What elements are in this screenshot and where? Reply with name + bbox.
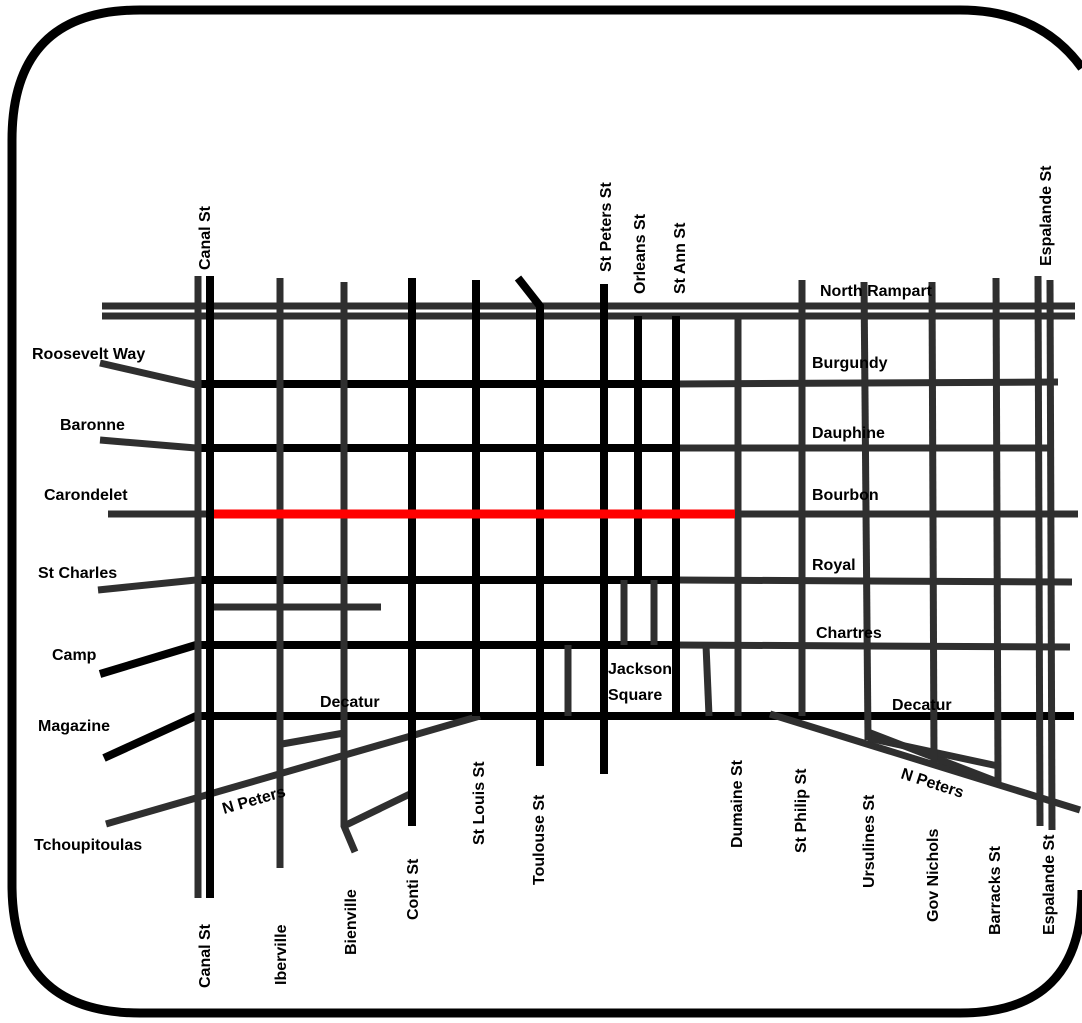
street-baronne [99,436,197,452]
street-ursulines [860,281,872,741]
label-st-peters: St Peters St [598,182,615,272]
street-camp [98,641,198,678]
label-st-louis: St Louis St [471,761,488,845]
map-frame [7,5,1082,1018]
label-magazine: Magazine [38,718,110,735]
label-burgundy: Burgundy [812,355,888,372]
label-camp: Camp [52,647,97,664]
label-conti: Conti St [405,858,422,920]
label-decatur-right: Decatur [892,697,952,714]
label-north-rampart: North Rampart [820,283,933,300]
label-royal: Royal [812,557,856,574]
label-barracks: Barracks St [987,845,1004,935]
label-decatur-left: Decatur [320,694,380,711]
street-roosevelt-way [99,359,197,389]
street-st-charles [97,576,197,594]
street-toulouse [514,275,544,766]
street-magazine [102,712,198,762]
street-bienville [340,282,359,854]
label-roosevelt-way: Roosevelt Way [32,346,145,363]
street-chartres-east [675,641,1071,651]
label-orleans: Orleans St [632,213,649,294]
label-st-philip: St Philip St [793,768,810,853]
street-espalande-2 [1046,279,1056,831]
street-royal-east [675,576,1073,586]
label-chartres: Chartres [816,625,882,642]
label-bienville: Bienville [343,889,360,955]
label-iberville: Iberville [273,924,290,985]
label-jackson-square-1: Jackson [608,661,672,678]
label-espalande-top: Espalande St [1038,165,1055,266]
street-spur-iberville [281,729,345,748]
label-dauphine: Dauphine [812,425,885,442]
label-tchoupitoulas: Tchoupitoulas [34,837,142,854]
label-carondelet: Carondelet [44,487,128,504]
street-labels: North Rampart Burgundy Dauphine Bourbon … [32,165,1058,988]
label-bourbon: Bourbon [812,487,879,504]
label-espalande-bottom: Espalande St [1041,834,1058,935]
label-gov-nichols: Gov Nichols [925,829,942,922]
label-canal-top: Canal St [197,205,214,270]
label-st-ann: St Ann St [672,222,689,294]
label-jackson-square-2: Square [608,687,662,704]
street-gov-nichols [928,281,938,763]
label-ursulines: Ursulines St [861,794,878,888]
street-espalande [1034,275,1044,827]
street-jackson-d [702,644,713,717]
street-barracks [992,277,1002,783]
vertical-streets [194,275,1056,898]
label-baronne: Baronne [60,417,125,434]
street-spur-conti [342,789,414,830]
label-toulouse: Toulouse St [531,794,548,885]
label-canal-bottom: Canal St [197,923,214,988]
label-st-charles: St Charles [38,565,117,582]
label-dumaine: Dumaine St [729,759,746,848]
street-n-peters-east [768,710,1082,814]
street-tchoupitoulas-n-peters [105,712,481,828]
